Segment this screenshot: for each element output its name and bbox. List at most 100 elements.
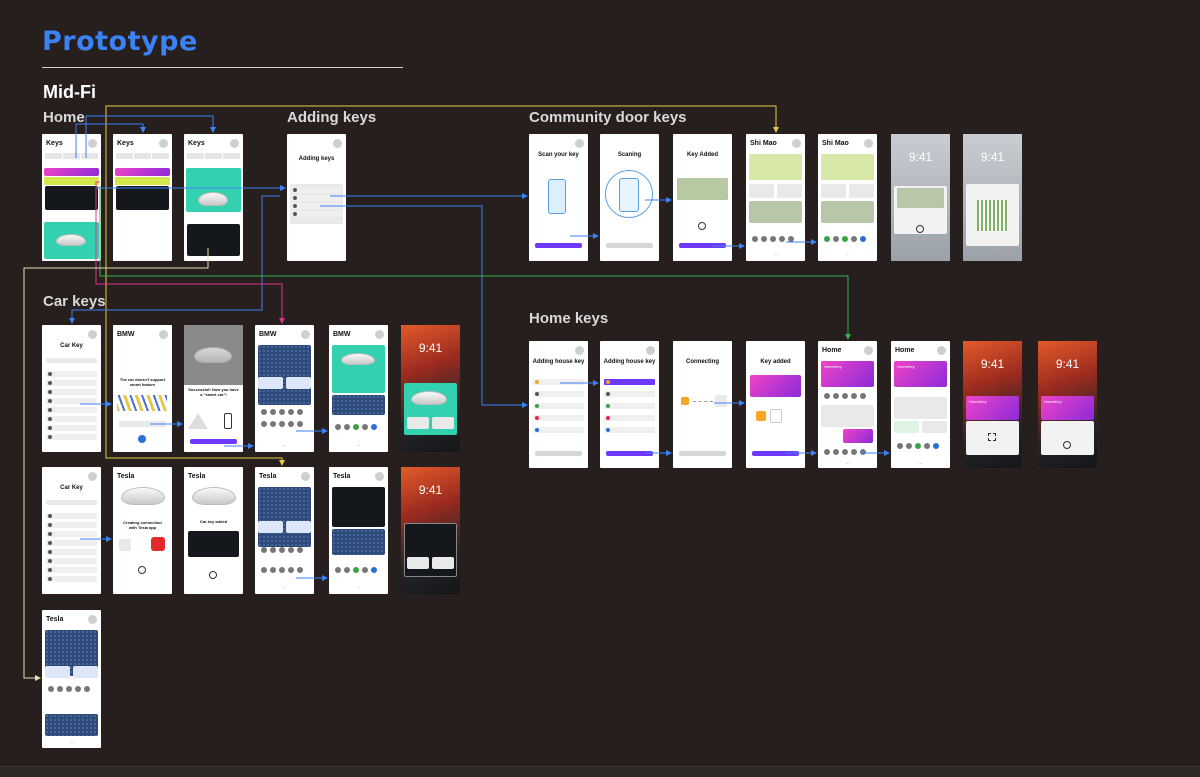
tab-bar[interactable] [116, 153, 169, 159]
brand-item[interactable] [46, 389, 97, 395]
community-card[interactable] [115, 177, 170, 185]
tile-scan[interactable] [821, 184, 846, 198]
brand-item[interactable] [46, 558, 97, 564]
homekey-card[interactable]: HomeKey [821, 361, 874, 387]
tile-scan[interactable] [749, 184, 774, 198]
share-icons[interactable] [752, 236, 794, 242]
delete-link[interactable]: — [846, 252, 849, 256]
tab-bar[interactable] [187, 153, 240, 159]
location-card[interactable] [45, 714, 98, 736]
done-button[interactable] [679, 243, 726, 248]
map-card[interactable] [258, 487, 311, 547]
brand-item[interactable] [46, 371, 97, 377]
community-card[interactable] [749, 154, 802, 180]
map-card[interactable] [332, 395, 385, 415]
brand-item[interactable] [46, 425, 97, 431]
share-icons[interactable] [261, 567, 303, 573]
provider-item[interactable] [533, 391, 584, 397]
delete-link[interactable]: — [357, 585, 360, 589]
screen-bmw-successful[interactable]: Successful! Now you have a "smart car"! [184, 325, 243, 452]
brand-item[interactable] [46, 513, 97, 519]
quick-actions[interactable] [824, 393, 866, 399]
provider-item[interactable] [604, 391, 655, 397]
brand-item-bmw[interactable] [46, 398, 97, 404]
brand-item[interactable] [46, 576, 97, 582]
settings-sliders[interactable] [894, 397, 947, 419]
list-item-car[interactable] [291, 187, 342, 193]
community-card[interactable] [44, 177, 99, 185]
brand-item[interactable] [46, 380, 97, 386]
key-popup[interactable] [1041, 421, 1094, 455]
brand-item[interactable] [46, 522, 97, 528]
share-icons[interactable] [897, 443, 939, 449]
brand-item[interactable] [46, 531, 97, 537]
brand-item[interactable] [46, 540, 97, 546]
delete-link[interactable]: — [357, 443, 360, 447]
brand-item[interactable] [46, 416, 97, 422]
screen-shi-mao[interactable]: Shi Mao — [746, 134, 805, 261]
screen-adding-keys[interactable]: Adding keys [287, 134, 346, 261]
quick-actions[interactable] [261, 547, 303, 553]
screen-bmw-not-support[interactable]: BMW The car doesn't support smart featur… [113, 325, 172, 452]
cancel-button[interactable] [679, 451, 726, 456]
tesla-card[interactable] [45, 186, 98, 210]
screen-home-detail-2[interactable]: Home HomeKey — [891, 341, 950, 468]
tesla-card[interactable] [187, 224, 240, 256]
cancel-button[interactable] [606, 243, 653, 248]
tile-unlock[interactable] [258, 377, 283, 389]
screen-shi-mao-2[interactable]: Shi Mao — [818, 134, 877, 261]
screen-car-key-list[interactable]: Car Key [42, 325, 101, 452]
screen-key-added[interactable]: Key Added [673, 134, 732, 261]
tile-unlock[interactable] [258, 521, 283, 533]
screen-car-key-list-2[interactable]: Car Key [42, 467, 101, 594]
provider-item[interactable] [604, 427, 655, 433]
tile-call[interactable] [922, 421, 947, 433]
homekey-card[interactable]: HomeKey [1041, 396, 1094, 420]
tile-climate[interactable] [286, 521, 311, 533]
continue-button[interactable] [119, 421, 166, 427]
unlock-button[interactable] [407, 417, 429, 429]
screen-adding-house-key[interactable]: Adding house key [529, 341, 588, 468]
provider-item[interactable] [533, 427, 584, 433]
tesla-card[interactable] [332, 487, 385, 527]
provider-item[interactable] [533, 379, 584, 385]
homekey-card[interactable]: HomeKey [894, 361, 947, 387]
share-icons[interactable] [335, 567, 377, 573]
provider-item-selected[interactable] [604, 379, 655, 385]
automation-list[interactable] [821, 405, 874, 427]
share-icons[interactable] [261, 421, 303, 427]
start-button[interactable] [432, 417, 454, 429]
start-button[interactable] [432, 557, 454, 569]
screen-bmw-detail-2[interactable]: BMW — [329, 325, 388, 452]
list-item-other[interactable] [291, 211, 342, 217]
screen-keys-my[interactable]: Keys [113, 134, 172, 261]
done-button[interactable] [190, 439, 237, 444]
screen-scan-key[interactable]: Scan your key [529, 134, 588, 261]
tile-climate[interactable] [73, 666, 98, 678]
search-input[interactable] [46, 500, 97, 505]
quick-actions[interactable] [261, 409, 303, 415]
share-icons[interactable] [824, 236, 866, 242]
screen-adding-house-key-2[interactable]: Adding house key [600, 341, 659, 468]
delete-link[interactable]: — [283, 585, 286, 589]
tile-climate[interactable] [286, 377, 311, 389]
screen-connecting[interactable]: Connecting [673, 341, 732, 468]
unlock-button[interactable] [407, 557, 429, 569]
next-button[interactable] [535, 451, 582, 456]
delete-link[interactable]: — [283, 443, 286, 447]
brand-item-tesla[interactable] [46, 567, 97, 573]
delete-link[interactable]: — [919, 461, 922, 465]
screen-tesla-connecting[interactable]: Tesla Creating connection with Tesla app [113, 467, 172, 594]
delete-link[interactable]: — [70, 740, 73, 744]
map-card[interactable] [258, 345, 311, 405]
screen-key-added-home[interactable]: Key added [746, 341, 805, 468]
tile-share[interactable] [849, 184, 874, 198]
tile-unlock[interactable] [894, 421, 919, 433]
screen-home-detail[interactable]: Home HomeKey — [818, 341, 877, 468]
homekey-card[interactable] [44, 168, 99, 176]
screen-tesla-added[interactable]: Tesla Car key added [184, 467, 243, 594]
brand-item[interactable] [46, 434, 97, 440]
list-item-community[interactable] [291, 195, 342, 201]
screen-tesla-detail-2[interactable]: Tesla — [329, 467, 388, 594]
provider-item[interactable] [533, 403, 584, 409]
